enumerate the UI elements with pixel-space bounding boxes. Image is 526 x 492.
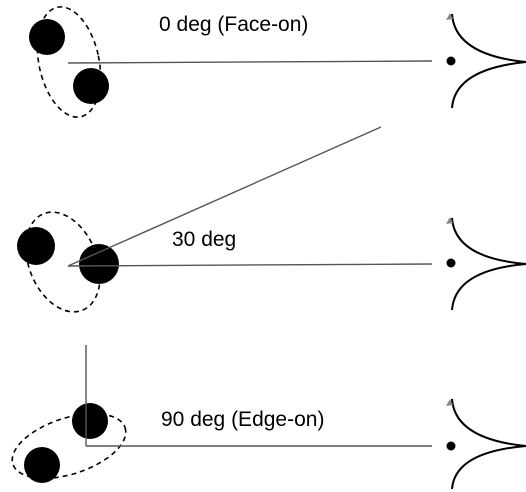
star-upper [29,19,65,55]
line-of-sight [67,263,433,267]
panel-face-on: 0 deg (Face-on) [29,6,526,118]
panel-30-deg: 30 deg [17,126,526,313]
star-lower [79,244,119,284]
pupil [446,441,456,451]
inclined-line [67,126,382,267]
eye-icon [446,398,526,490]
panel-edge-on: 90 deg (Edge-on) [11,345,526,490]
star-lower [24,447,60,483]
line-of-sight [67,60,433,64]
orbit-ellipse [36,6,102,118]
pupil [446,56,456,66]
panel-label: 90 deg (Edge-on) [161,408,324,431]
orbit-ellipse [11,412,127,480]
eye-icon [446,13,526,109]
panel-label: 30 deg [172,228,236,251]
pupil [446,258,456,268]
star-upper [72,403,108,439]
star-upper [17,227,55,265]
panel-label: 0 deg (Face-on) [159,13,308,36]
star-lower [73,68,109,104]
eye-icon [446,217,526,311]
